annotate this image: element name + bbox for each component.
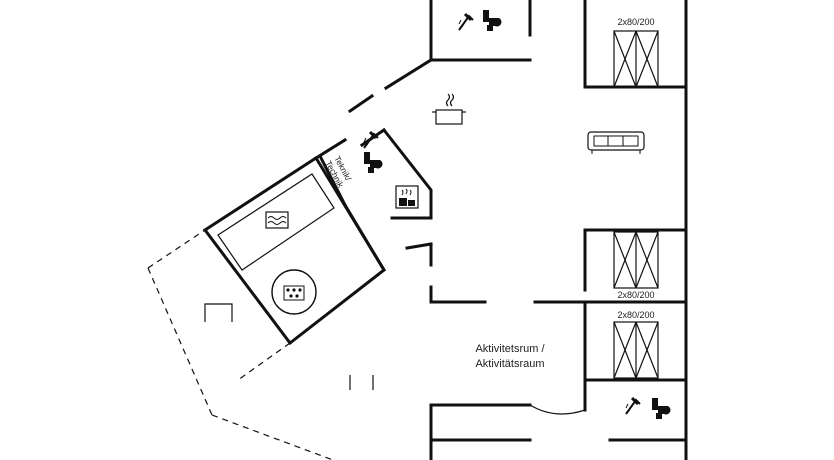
shower-icon (458, 12, 474, 31)
bed-middle-label: 2x80/200 (617, 290, 654, 300)
activity-room-label-1: Aktivitetsrum / (475, 343, 545, 355)
door-arc (406, 243, 432, 249)
sofa-icon (587, 131, 645, 154)
bed-top-label: 2x80/200 (617, 17, 654, 27)
shower-icon-lower (625, 396, 641, 415)
bed-lower: 2x80/200 (613, 310, 659, 379)
activity-room-label-2: Aktivitätsraum (475, 358, 544, 370)
terrace-outline (147, 229, 334, 460)
kitchen-pot-icon (432, 93, 466, 125)
bed-middle: 2x80/200 (613, 231, 659, 300)
shower-icon-middle (363, 130, 379, 149)
toilet-icon (483, 10, 502, 31)
door-arc-lower (529, 404, 586, 415)
door-frame (204, 303, 233, 322)
toilet-icon-middle (364, 152, 383, 173)
bed-lower-label: 2x80/200 (617, 310, 654, 320)
pool (217, 173, 335, 271)
bed-top: 2x80/200 (613, 17, 659, 88)
pool-icon (265, 211, 289, 229)
technic-room-label: Teknik/ Technik (323, 154, 353, 189)
toilet-icon-lower (652, 398, 671, 419)
sauna-icon (395, 185, 419, 209)
whirlpool-icon (271, 269, 317, 315)
